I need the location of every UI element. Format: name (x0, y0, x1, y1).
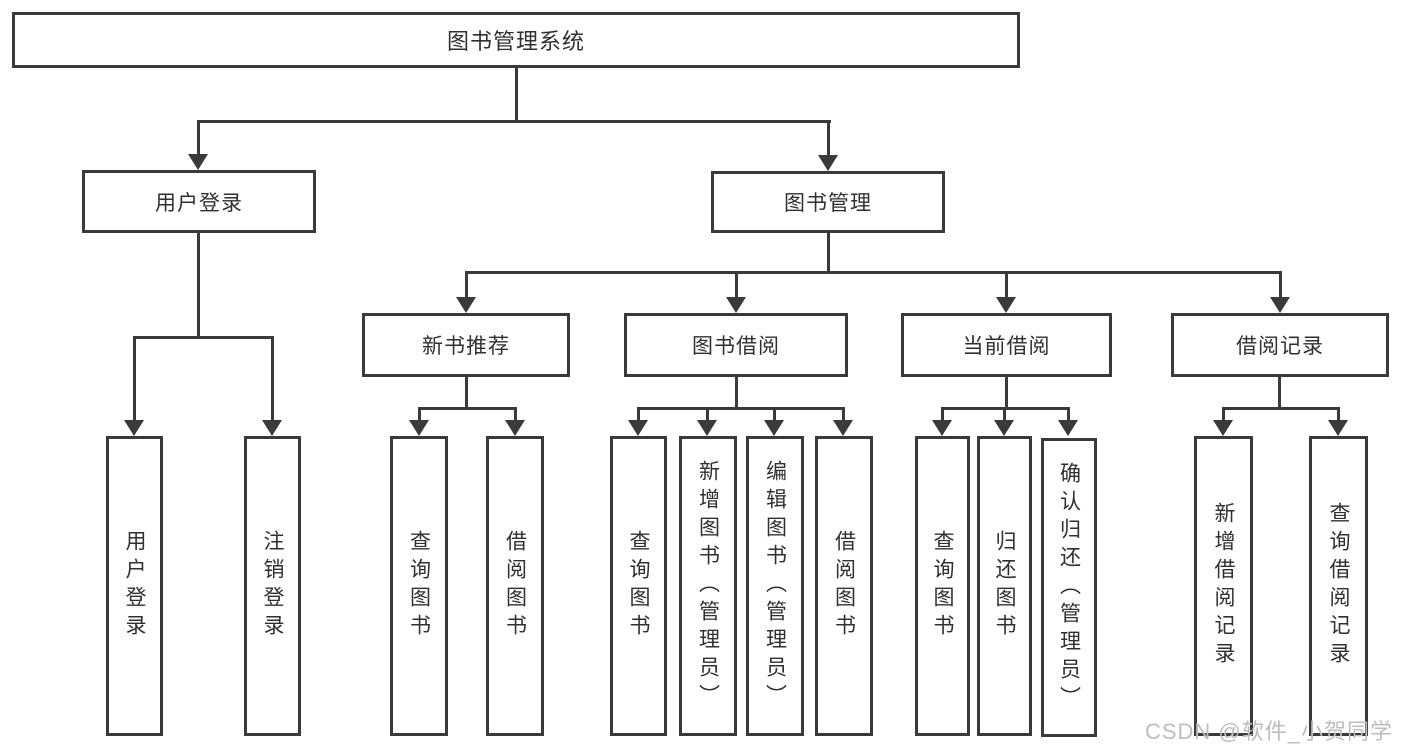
leaf-confirm-return-admin: 确认归还（管理员） (1041, 438, 1097, 737)
connector-line (773, 407, 776, 421)
leaf-add-borrow-record: 新增借阅记录 (1194, 436, 1253, 736)
leaf-logout: 注销登录 (244, 436, 301, 736)
leaf-label: 新增图书（管理员） (696, 460, 720, 712)
arrowhead-icon (188, 154, 208, 170)
arrowhead-icon (124, 420, 144, 436)
leaf-add-books-admin: 新增图书（管理员） (679, 436, 737, 736)
leaf-label: 查询借阅记录 (1327, 502, 1350, 670)
connector-line (465, 271, 468, 298)
connector-line (637, 407, 845, 410)
csdn-watermark: CSDN @软件_小贺同学 (1144, 719, 1393, 744)
arrowhead-icon (1328, 420, 1348, 436)
leaf-query-books-1: 查询图书 (390, 436, 448, 736)
connector-line (706, 407, 709, 421)
arrowhead-icon (994, 420, 1014, 436)
connector-line (637, 407, 640, 421)
connector-line (465, 377, 468, 407)
node-book-management: 图书管理 (711, 171, 945, 233)
leaf-label: 注销登录 (261, 530, 284, 642)
leaf-label: 借阅图书 (832, 530, 856, 642)
arrowhead-icon (409, 420, 429, 436)
leaf-label: 编辑图书（管理员） (763, 460, 787, 712)
connector-line (1279, 271, 1282, 298)
connector-line (133, 336, 274, 339)
arrowhead-icon (996, 297, 1016, 313)
arrowhead-icon (818, 155, 838, 171)
connector-line (418, 407, 517, 410)
leaf-edit-books-admin: 编辑图书（管理员） (746, 436, 804, 736)
connector-line (1278, 377, 1281, 407)
connector-line (827, 233, 830, 271)
connector-line (1005, 377, 1008, 407)
leaf-label: 查询图书 (627, 530, 650, 642)
arrowhead-icon (833, 420, 853, 436)
leaf-label: 借阅图书 (503, 530, 527, 642)
connector-line (1337, 407, 1340, 421)
connector-line (842, 407, 845, 421)
connector-line (198, 120, 831, 123)
leaf-query-borrow-record: 查询借阅记录 (1309, 436, 1368, 736)
connector-line (1005, 271, 1008, 298)
arrowhead-icon (1270, 297, 1290, 313)
connector-line (827, 120, 830, 157)
node-user-login: 用户登录 (82, 170, 316, 233)
connector-line (1222, 407, 1225, 421)
node-library-management-system: 图书管理系统 (12, 12, 1020, 68)
arrowhead-icon (456, 297, 476, 313)
arrowhead-icon (764, 420, 784, 436)
connector-line (271, 336, 274, 421)
leaf-return-books: 归还图书 (977, 436, 1032, 736)
leaf-label: 查询图书 (407, 530, 431, 642)
leaf-label: 确认归还（管理员） (1057, 461, 1081, 714)
connector-line (418, 407, 421, 421)
leaf-label: 归还图书 (993, 530, 1016, 642)
connector-line (133, 336, 136, 421)
leaf-borrow-books-1: 借阅图书 (486, 436, 544, 736)
arrowhead-icon (726, 297, 746, 313)
connector-line (941, 407, 944, 421)
leaf-user-login: 用户登录 (106, 436, 163, 736)
leaf-query-books-2: 查询图书 (610, 436, 667, 736)
connector-line (1003, 407, 1006, 421)
node-current-borrowing: 当前借阅 (901, 313, 1112, 377)
node-book-borrowing: 图书借阅 (624, 313, 848, 377)
connector-line (735, 377, 738, 407)
arrowhead-icon (262, 420, 282, 436)
connector-line (197, 120, 200, 156)
connector-line (514, 407, 517, 421)
connector-line (515, 68, 518, 120)
connector-line (735, 271, 738, 298)
connector-line (465, 271, 1282, 274)
connector-line (1222, 407, 1340, 410)
leaf-label: 用户登录 (123, 530, 146, 642)
leaf-borrow-books-2: 借阅图书 (815, 436, 873, 736)
connector-line (1067, 407, 1070, 421)
leaf-query-books-3: 查询图书 (915, 436, 970, 736)
connector-line (197, 233, 200, 336)
leaf-label: 查询图书 (931, 530, 954, 642)
node-new-book-recommend: 新书推荐 (362, 313, 570, 377)
node-borrowing-records: 借阅记录 (1171, 313, 1389, 377)
arrowhead-icon (697, 420, 717, 436)
arrowhead-icon (932, 420, 952, 436)
arrowhead-icon (505, 420, 525, 436)
leaf-label: 新增借阅记录 (1212, 502, 1235, 670)
arrowhead-icon (1058, 420, 1078, 436)
arrowhead-icon (628, 420, 648, 436)
arrowhead-icon (1213, 420, 1233, 436)
